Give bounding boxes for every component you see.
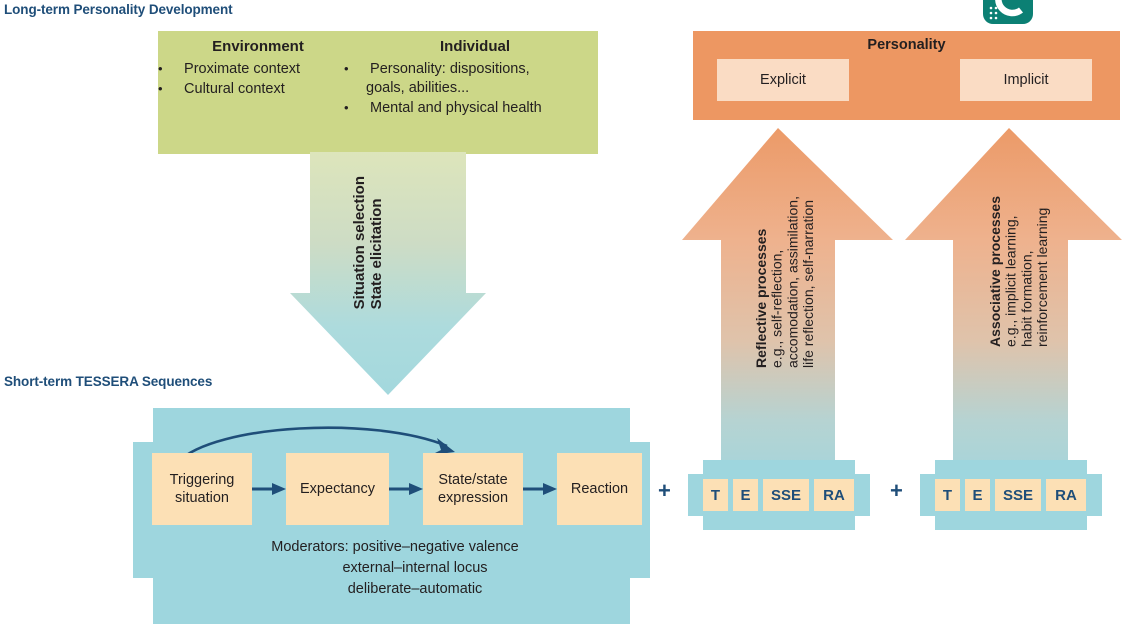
environment-individual-box: Environment Proximate context Cultural c… (158, 31, 598, 154)
individual-bullet-list: Personality: dispositions, goals, abilit… (352, 59, 598, 118)
moderators-line-2: external–internal locus (342, 560, 488, 576)
reflective-processes-up-arrow (678, 128, 898, 472)
tessera-cell-sse[interactable]: SSE (995, 479, 1041, 511)
reflective-label-line-1: e.g., self-reflection, (768, 249, 785, 368)
moderators-line-1: Moderators: positive–negative valence (271, 539, 519, 555)
personality-explicit-label: Explicit (760, 72, 806, 88)
associative-label-line-2: habit formation, (1018, 250, 1035, 347)
personality-explicit-box[interactable]: Explicit (717, 59, 849, 101)
personality-implicit-label: Implicit (1003, 72, 1049, 88)
sequence-arrow-1 (252, 482, 286, 496)
associative-label-line-1: e.g., implicit learning, (1002, 215, 1019, 347)
tessera-letter-row-2: T E SSE RA (935, 479, 1087, 511)
tessera-cell-e[interactable]: E (733, 479, 758, 511)
reflective-label-line-2: accomodation, assimilation, (784, 196, 801, 368)
plus-sign-2: + (890, 478, 903, 503)
personality-implicit-box[interactable]: Implicit (960, 59, 1092, 101)
environment-column: Environment Proximate context Cultural c… (158, 31, 350, 154)
heading-short-term-tessera-sequences: Short-term TESSERA Sequences (4, 374, 213, 389)
publisher-logo-icon (981, 0, 1035, 26)
sequence-arrow-2 (389, 482, 423, 496)
tessera-mini-block-2: T E SSE RA (920, 460, 1102, 530)
sequence-step-reaction[interactable]: Reaction (557, 453, 642, 525)
moderators-text: Moderators: positive–negative valence ex… (152, 537, 638, 600)
personality-title: Personality (867, 37, 946, 53)
plus-sign-1: + (658, 478, 671, 503)
tessera-sequence-row: Triggering situation Expectancy State/st (152, 453, 642, 525)
sequence-step-expectancy[interactable]: Expectancy (286, 453, 389, 525)
reflective-label-line-3: life reflection, self-narration (800, 199, 817, 368)
sequence-step-state-expression[interactable]: State/state expression (423, 453, 523, 525)
list-item: Personality: dispositions, goals, abilit… (352, 59, 598, 98)
step-label-line-1: State/state (438, 472, 508, 488)
individual-title: Individual (439, 38, 510, 55)
tessera-cell-ra[interactable]: RA (1046, 479, 1086, 511)
reflective-label-bold: Reflective processes (753, 228, 769, 368)
bullet-text: Cultural context (184, 81, 285, 97)
individual-column: Individual Personality: dispositions, go… (350, 31, 598, 154)
bullet-text: Proximate context (184, 61, 301, 77)
tessera-cell-t[interactable]: T (703, 479, 728, 511)
down-arrow-label-line-1: Situation selection (351, 176, 368, 310)
associative-label-line-3: reinforcement learning (1034, 207, 1051, 347)
list-item: Cultural context (166, 79, 350, 99)
step-label-line-1: Expectancy (300, 481, 375, 497)
step-label-line-1: Reaction (570, 481, 629, 497)
situation-selection-down-arrow (290, 152, 500, 396)
tessera-cell-sse[interactable]: SSE (763, 479, 809, 511)
moderators-line-3: deliberate–automatic (347, 581, 483, 597)
environment-bullet-list: Proximate context Cultural context (166, 59, 350, 99)
list-item: Proximate context (166, 59, 350, 79)
tessera-letter-row-1: T E SSE RA (703, 479, 855, 511)
associative-label-bold: Associative processes (987, 196, 1003, 347)
tessera-cell-t[interactable]: T (935, 479, 960, 511)
associative-processes-label: Associative processes e.g., implicit lea… (987, 196, 1051, 347)
bullet-text: Personality: dispositions, (370, 61, 530, 77)
personality-box: Personality Explicit Implicit (693, 31, 1120, 120)
tessera-cell-e[interactable]: E (965, 479, 990, 511)
bullet-text: Mental and physical health (370, 100, 542, 116)
sequence-arrow-3 (523, 482, 557, 496)
associative-processes-up-arrow (902, 128, 1122, 472)
environment-title: Environment (212, 38, 304, 55)
sequence-step-triggering-situation[interactable]: Triggering situation (152, 453, 252, 525)
down-arrow-label-line-2: State elicitation (367, 198, 385, 310)
heading-long-term-personality-development: Long-term Personality Development (4, 2, 233, 17)
tessera-mini-block-1: T E SSE RA (688, 460, 870, 530)
list-item: Mental and physical health (352, 98, 598, 118)
down-arrow-label: Situation selection State elicitation (351, 176, 386, 310)
step-label-line-1: Triggering (169, 472, 235, 488)
step-label-line-2: expression (437, 490, 509, 506)
reflective-processes-label: Reflective processes e.g., self-reflecti… (753, 196, 817, 368)
tessera-cell-ra[interactable]: RA (814, 479, 854, 511)
bullet-text-continued: goals, abilities... (366, 80, 470, 96)
step-label-line-2: situation (174, 490, 229, 506)
